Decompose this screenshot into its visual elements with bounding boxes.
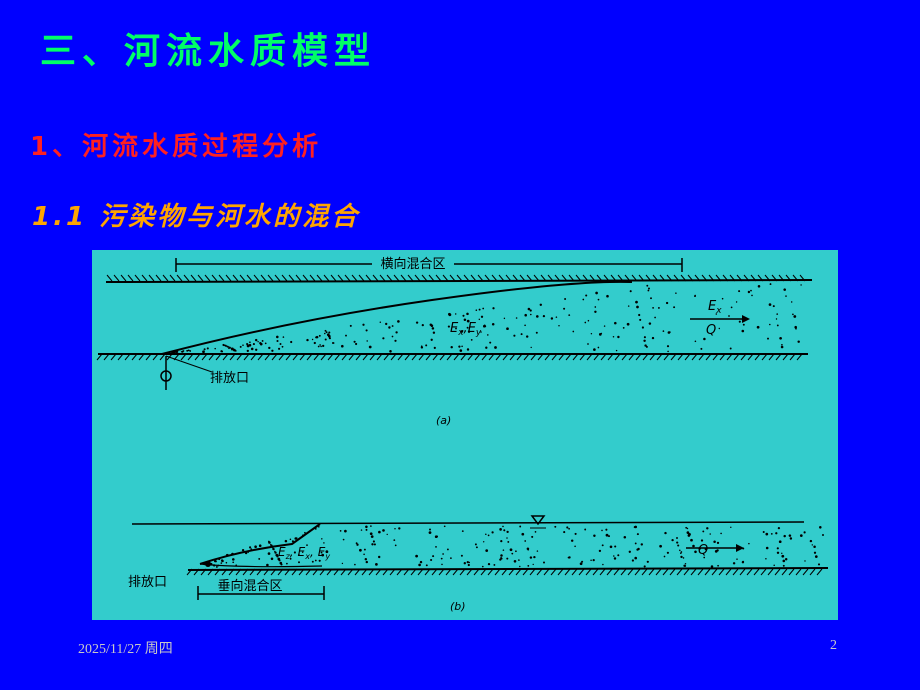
vertical-zone-label: 垂向混合区: [217, 578, 282, 594]
dispersion-coef-label: Ex,Ey: [450, 321, 482, 338]
plume-particles: [171, 283, 802, 354]
vertical-plume-boundary: [199, 523, 321, 565]
flow-label-b: Q: [698, 543, 708, 558]
outfall-label-b: 排放口: [128, 575, 167, 590]
vertical-coef-label: Ez,Ex,Ey: [278, 545, 330, 561]
riverbed-hatch: [186, 568, 823, 576]
panel-b-caption: (b): [450, 600, 466, 613]
panel-a: 横向混合区 Ex,Ey Ex Q 排放口 (a): [96, 254, 813, 427]
lateral-zone-label: 横向混合区: [380, 256, 445, 272]
top-bank-hatch: [106, 274, 806, 282]
right-coef-label: Ex: [708, 299, 722, 316]
page-number: 2: [830, 638, 837, 653]
riverbed-line: [187, 567, 829, 571]
subsection-heading: 1.1 污染物与河水的混合: [32, 202, 361, 232]
outfall-point-icon: [205, 561, 211, 567]
section-heading: 1、河流水质过程分析: [30, 132, 323, 162]
footer-date: 2025/11/27 周四: [78, 642, 173, 657]
panel-a-caption: (a): [436, 414, 451, 427]
bottom-bank-hatch: [96, 353, 803, 361]
vertical-plume-particles: [203, 525, 824, 568]
water-surface-line: [131, 521, 805, 525]
slide-title: 三、河流水质模型: [40, 31, 377, 72]
top-bank-line: [105, 279, 813, 283]
water-level-icon: [530, 515, 546, 526]
outfall-label: 排放口: [210, 371, 249, 386]
mixing-diagram: 横向混合区 Ex,Ey Ex Q 排放口 (a): [92, 250, 838, 620]
plume-boundary: [161, 280, 633, 355]
panel-b: Ez,Ex,Ey Q 排放口 垂向混合区 (b): [128, 515, 829, 613]
flow-label: Q: [706, 323, 716, 338]
